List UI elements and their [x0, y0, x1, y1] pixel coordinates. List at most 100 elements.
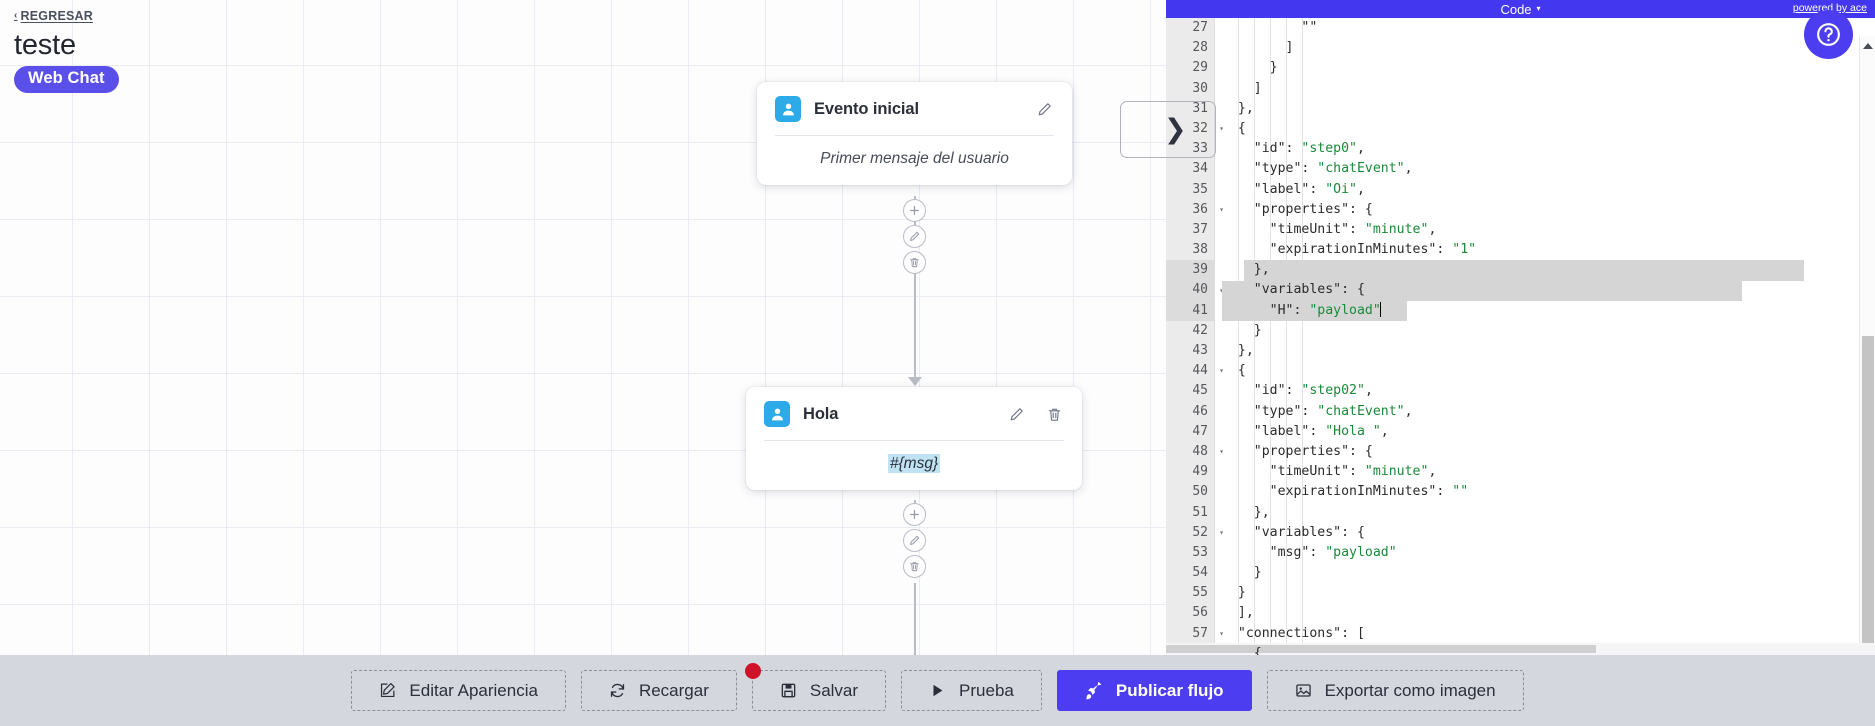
code-editor-panel[interactable]: Code ▾ powered by ace 27 28 29 30 31 32▾ 33 34 3… [1166, 0, 1875, 655]
fold-toggle-icon[interactable]: ▾ [1219, 204, 1224, 214]
code-line[interactable]: "id": "step0", [1222, 141, 1365, 157]
code-line[interactable]: "properties": { [1222, 443, 1373, 459]
gutter-line-number[interactable]: 28 [1192, 40, 1208, 56]
code-line[interactable]: } [1222, 585, 1246, 601]
gutter-line-number[interactable]: 49 [1192, 464, 1208, 480]
gutter-line-number[interactable]: 55 [1192, 585, 1208, 601]
gutter-line-number[interactable]: 53 [1192, 544, 1208, 560]
code-line[interactable]: { [1222, 120, 1246, 136]
powered-by-link[interactable]: powered by ace [1792, 2, 1867, 14]
code-line[interactable]: }, [1222, 343, 1254, 358]
gutter-line-number[interactable]: 44▾ [1166, 361, 1224, 381]
code-line[interactable]: "" [1222, 20, 1318, 35]
toolbar-button-publicar-flujo[interactable]: Publicar flujo [1056, 670, 1252, 711]
back-link[interactable]: ‹REGRESAR [14, 9, 93, 23]
chevron-right-icon[interactable]: ❯ [1164, 114, 1187, 145]
fold-toggle-icon[interactable]: ▾ [1219, 446, 1224, 456]
trash-icon[interactable] [903, 555, 926, 578]
code-line[interactable]: "msg": "payload" [1222, 544, 1397, 560]
code-line[interactable]: "connections": [ [1222, 625, 1365, 641]
trash-icon[interactable] [903, 251, 926, 274]
toolbar-button-editar-apariencia[interactable]: Editar Apariencia [351, 670, 566, 711]
code-line[interactable]: "timeUnit": "minute", [1222, 464, 1437, 480]
gutter-line-number[interactable]: 38 [1192, 242, 1208, 258]
gutter-line-number[interactable]: 30 [1192, 80, 1208, 96]
gutter-line-number[interactable]: 51 [1192, 504, 1208, 520]
code-line[interactable]: "variables": { [1222, 524, 1365, 540]
code-content[interactable]: "" ] } ] }, { "id": "step0", "type": "ch… [1216, 18, 1875, 655]
gutter-line-number[interactable]: 45 [1192, 383, 1208, 399]
code-line[interactable]: ] [1222, 40, 1294, 56]
gutter-line-number[interactable]: 31 [1192, 100, 1208, 116]
pencil-icon[interactable] [903, 529, 926, 552]
scrollbar-thumb-h[interactable] [1166, 645, 1596, 653]
code-line[interactable]: } [1222, 322, 1262, 338]
code-vertical-scrollbar[interactable] [1859, 36, 1875, 655]
code-mode-selector[interactable]: Code ▾ [1500, 2, 1540, 17]
gutter-line-number[interactable]: 43 [1192, 343, 1208, 358]
gutter-line-number[interactable]: 33 [1192, 141, 1208, 157]
code-line[interactable]: }, [1222, 100, 1254, 116]
edit-icon[interactable] [1006, 404, 1026, 424]
gutter-line-number[interactable]: 46 [1192, 403, 1208, 419]
edit-icon[interactable] [1034, 99, 1054, 119]
code-line[interactable]: { [1222, 363, 1246, 379]
flow-node-evento-inicial[interactable]: Evento inicial Primer mensaje del usuari… [757, 82, 1072, 185]
gutter-line-number[interactable]: 52▾ [1166, 523, 1224, 543]
plus-icon[interactable] [903, 503, 926, 526]
gutter-line-number[interactable]: 29 [1192, 60, 1208, 76]
flow-canvas[interactable]: Evento inicial Primer mensaje del usuari… [0, 0, 1166, 655]
code-line[interactable]: }, [1222, 504, 1270, 520]
gutter-line-number[interactable]: 40▾ [1166, 280, 1224, 301]
code-line[interactable]: "expirationInMinutes": "" [1222, 484, 1469, 500]
scroll-up-icon[interactable] [1862, 43, 1873, 49]
fold-toggle-icon[interactable]: ▾ [1219, 280, 1224, 300]
code-line[interactable]: "timeUnit": "minute", [1222, 221, 1437, 237]
fold-toggle-icon[interactable]: ▾ [1219, 527, 1224, 537]
code-horizontal-scrollbar[interactable] [1166, 643, 1875, 655]
gutter-line-number[interactable]: 57▾ [1166, 624, 1224, 644]
code-line[interactable]: ], [1222, 605, 1254, 621]
pencil-icon[interactable] [903, 225, 926, 248]
code-line[interactable]: } [1222, 60, 1278, 76]
code-line[interactable]: "type": "chatEvent", [1222, 161, 1413, 177]
gutter-line-number[interactable]: 41 [1166, 300, 1214, 321]
code-line[interactable]: }, [1222, 262, 1270, 278]
help-button[interactable] [1804, 10, 1853, 59]
code-line[interactable]: "expirationInMinutes": "1" [1222, 242, 1477, 258]
code-line[interactable]: { [1222, 645, 1262, 655]
code-line[interactable]: "label": "Hola ", [1222, 423, 1389, 439]
toolbar-button-prueba[interactable]: Prueba [901, 670, 1042, 711]
gutter-line-number[interactable]: 42 [1192, 322, 1208, 338]
trash-icon[interactable] [1044, 404, 1064, 424]
gutter-line-number[interactable]: 54 [1192, 565, 1208, 581]
code-line[interactable]: "variables": { [1222, 282, 1365, 298]
fold-toggle-icon[interactable]: ▾ [1219, 366, 1224, 376]
code-line[interactable]: "label": "Oi", [1222, 181, 1365, 197]
plus-icon[interactable] [903, 199, 926, 222]
gutter-line-number[interactable]: 50 [1192, 484, 1208, 500]
gutter-line-number[interactable]: 34 [1192, 161, 1208, 177]
code-line[interactable]: "H": "payload" [1222, 301, 1381, 318]
gutter-line-number[interactable]: 27 [1192, 20, 1208, 35]
gutter-line-number[interactable]: 47 [1192, 423, 1208, 439]
code-line[interactable]: "id": "step02", [1222, 383, 1373, 399]
code-line[interactable]: ] [1222, 80, 1262, 96]
gutter-line-number[interactable]: 35 [1192, 181, 1208, 197]
gutter-line-number[interactable]: 37 [1192, 221, 1208, 237]
flow-node-hola[interactable]: Hola #{msg} [746, 387, 1082, 490]
scrollbar-thumb[interactable] [1862, 336, 1874, 655]
fold-toggle-icon[interactable]: ▾ [1219, 628, 1224, 638]
code-line[interactable]: } [1222, 565, 1262, 581]
toolbar-button-exportar-como-imagen[interactable]: Exportar como imagen [1266, 670, 1524, 711]
gutter-line-number[interactable]: 32▾ [1166, 119, 1224, 139]
gutter-line-number[interactable]: 56 [1192, 605, 1208, 621]
toolbar-button-salvar[interactable]: Salvar [744, 663, 887, 711]
toolbar-button-recargar[interactable]: Recargar [580, 670, 737, 711]
fold-toggle-icon[interactable]: ▾ [1219, 123, 1224, 133]
gutter-line-number[interactable]: 39 [1166, 260, 1214, 281]
gutter-line-number[interactable]: 48▾ [1166, 442, 1224, 462]
gutter-line-number[interactable]: 36▾ [1166, 200, 1224, 220]
